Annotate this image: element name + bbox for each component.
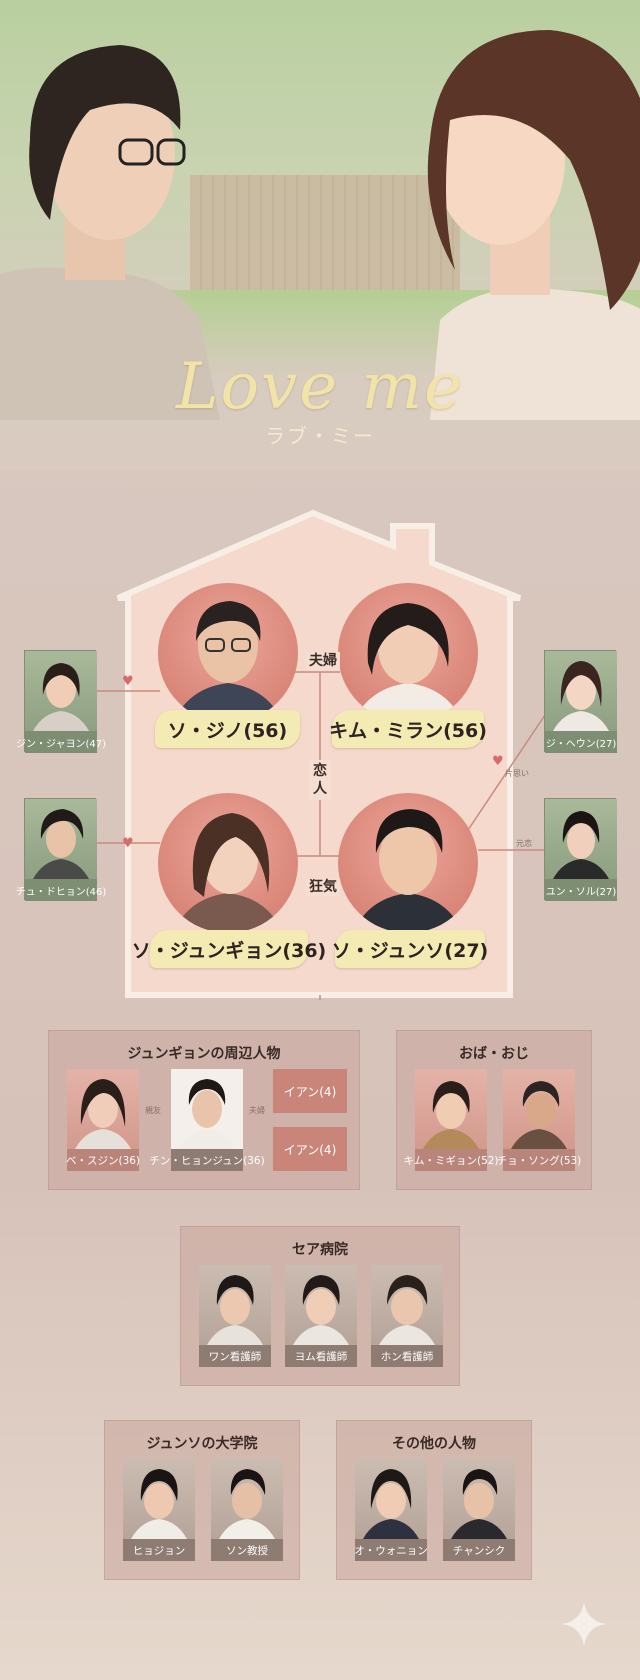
relation-crazy: 狂気 xyxy=(306,878,340,896)
card-ji-heun: ジ・ヘウン(27) xyxy=(544,650,617,753)
card-jin-jayon: ジン・ジャヨン(47) xyxy=(16,650,106,753)
card-cho-yonggu: チョ・ソング(53) xyxy=(497,1069,581,1171)
photo-cho-yonggu xyxy=(503,1069,575,1149)
group-aunt-uncle: おば・おじ キム・ミギョン(52) チョ・ソング(53) xyxy=(396,1030,592,1190)
man-figure xyxy=(0,45,220,420)
woman-figure xyxy=(427,30,640,420)
photo-jin-jayon xyxy=(25,651,97,731)
photo-son xyxy=(211,1459,283,1539)
heart-icon: ♥ xyxy=(122,836,134,851)
portrait-kim-miran xyxy=(338,583,478,723)
cap-yun-sol: ユン・ソル(27) xyxy=(545,879,617,901)
photo-chu-dohyon xyxy=(25,799,97,879)
card-chu-dohyon: チュ・ドヒョン(46) xyxy=(16,798,106,901)
card-o-wonyon: オ・ウォニョン xyxy=(354,1459,428,1561)
group-aunt-uncle-title: おば・おじ xyxy=(459,1046,529,1062)
group-hospital-title: セア病院 xyxy=(292,1242,348,1258)
photo-ji-heun xyxy=(545,651,617,731)
cap-yom: ヨム看護師 xyxy=(285,1345,357,1367)
sparkle-icon xyxy=(562,1602,606,1646)
cap-hon: ホン看護師 xyxy=(371,1345,443,1367)
relation-ji-heun: 片思い xyxy=(505,769,529,778)
relation-yun-sol: 元恋 xyxy=(516,839,532,848)
cap-hyojon: ヒョジョン xyxy=(123,1539,195,1561)
photo-yom xyxy=(285,1265,357,1345)
title-block: Love me ラブ・ミー xyxy=(0,350,640,449)
card-yun-sol: ユン・ソル(27) xyxy=(544,798,617,901)
relation-lover: 恋人 xyxy=(310,760,330,800)
photo-hon xyxy=(371,1265,443,1345)
subtitle: ラブ・ミー xyxy=(265,424,375,448)
relation-couple-small: 夫婦 xyxy=(249,1106,265,1115)
cap-cho-yonggu: チョ・ソング(53) xyxy=(497,1149,581,1171)
heart-icon: ♥ xyxy=(492,754,504,769)
card-wan: ワン看護師 xyxy=(199,1265,271,1367)
name-so-jino: ソ・ジノ(56) xyxy=(155,710,300,748)
card-hyojon: ヒョジョン xyxy=(123,1459,195,1561)
group-junkyon-title: ジュンギョンの周辺人物 xyxy=(127,1046,281,1062)
cap-son: ソン教授 xyxy=(211,1539,283,1561)
group-others: その他の人物 オ・ウォニョン チャンシク xyxy=(336,1420,532,1580)
heart-icon: ♥ xyxy=(122,674,134,689)
child-ian-1: イアン(4) xyxy=(273,1069,347,1113)
photo-yun-sol xyxy=(545,799,617,879)
photo-chansik xyxy=(443,1459,515,1539)
card-chansik: チャンシク xyxy=(443,1459,515,1561)
portrait-so-jino xyxy=(158,583,298,723)
cap-kim-mijon: キム・ミギョン(52) xyxy=(403,1149,499,1171)
relation-friend: 親友 xyxy=(145,1106,161,1115)
child-ian-2: イアン(4) xyxy=(273,1127,347,1171)
card-hon: ホン看護師 xyxy=(371,1265,443,1367)
card-son: ソン教授 xyxy=(211,1459,283,1561)
card-kim-mijon: キム・ミギョン(52) xyxy=(403,1069,499,1171)
title-logo: Love me xyxy=(176,350,464,424)
fence-background xyxy=(190,175,460,300)
group-junkyon: ジュンギョンの周辺人物 ベ・スジン(36) 親友 チン・ヒョンジュン(36) 夫… xyxy=(48,1030,360,1190)
portrait-so-junkyon xyxy=(158,793,298,933)
cap-chansik: チャンシク xyxy=(443,1539,515,1561)
cap-jin-jayon: ジン・ジャヨン(47) xyxy=(16,731,106,753)
relation-couple: 夫婦 xyxy=(306,652,340,670)
photo-kim-mijon xyxy=(415,1069,487,1149)
cap-chin-hyonjun: チン・ヒョンジュン(36) xyxy=(149,1149,265,1171)
name-so-junso: ソ・ジュンソ(27) xyxy=(332,930,488,968)
cap-chu-dohyon: チュ・ドヒョン(46) xyxy=(16,879,106,901)
photo-wan xyxy=(199,1265,271,1345)
cap-be-sujin: ベ・スジン(36) xyxy=(66,1149,140,1171)
name-kim-miran: キム・ミラン(56) xyxy=(329,710,487,748)
hero-banner xyxy=(0,0,640,470)
name-so-junkyon: ソ・ジュンギョン(36) xyxy=(132,930,326,968)
cap-o-wonyon: オ・ウォニョン xyxy=(354,1539,428,1561)
card-yom: ヨム看護師 xyxy=(285,1265,357,1367)
photo-be-sujin xyxy=(67,1069,139,1149)
group-hospital: セア病院 ワン看護師 ヨム看護師 ホン看護師 xyxy=(180,1226,460,1386)
photo-hyojon xyxy=(123,1459,195,1539)
cap-ji-heun: ジ・ヘウン(27) xyxy=(545,731,617,753)
photo-o-wonyon xyxy=(355,1459,427,1539)
photo-chin-hyonjun xyxy=(171,1069,243,1149)
group-grad-school-title: ジュンソの大学院 xyxy=(146,1436,258,1452)
cap-wan: ワン看護師 xyxy=(199,1345,271,1367)
portrait-so-junso xyxy=(338,793,478,933)
group-others-title: その他の人物 xyxy=(392,1436,476,1452)
card-be-sujin: ベ・スジン(36) xyxy=(66,1069,140,1171)
card-chin-hyonjun: チン・ヒョンジュン(36) xyxy=(149,1069,265,1171)
group-grad-school: ジュンソの大学院 ヒョジョン ソン教授 xyxy=(104,1420,300,1580)
